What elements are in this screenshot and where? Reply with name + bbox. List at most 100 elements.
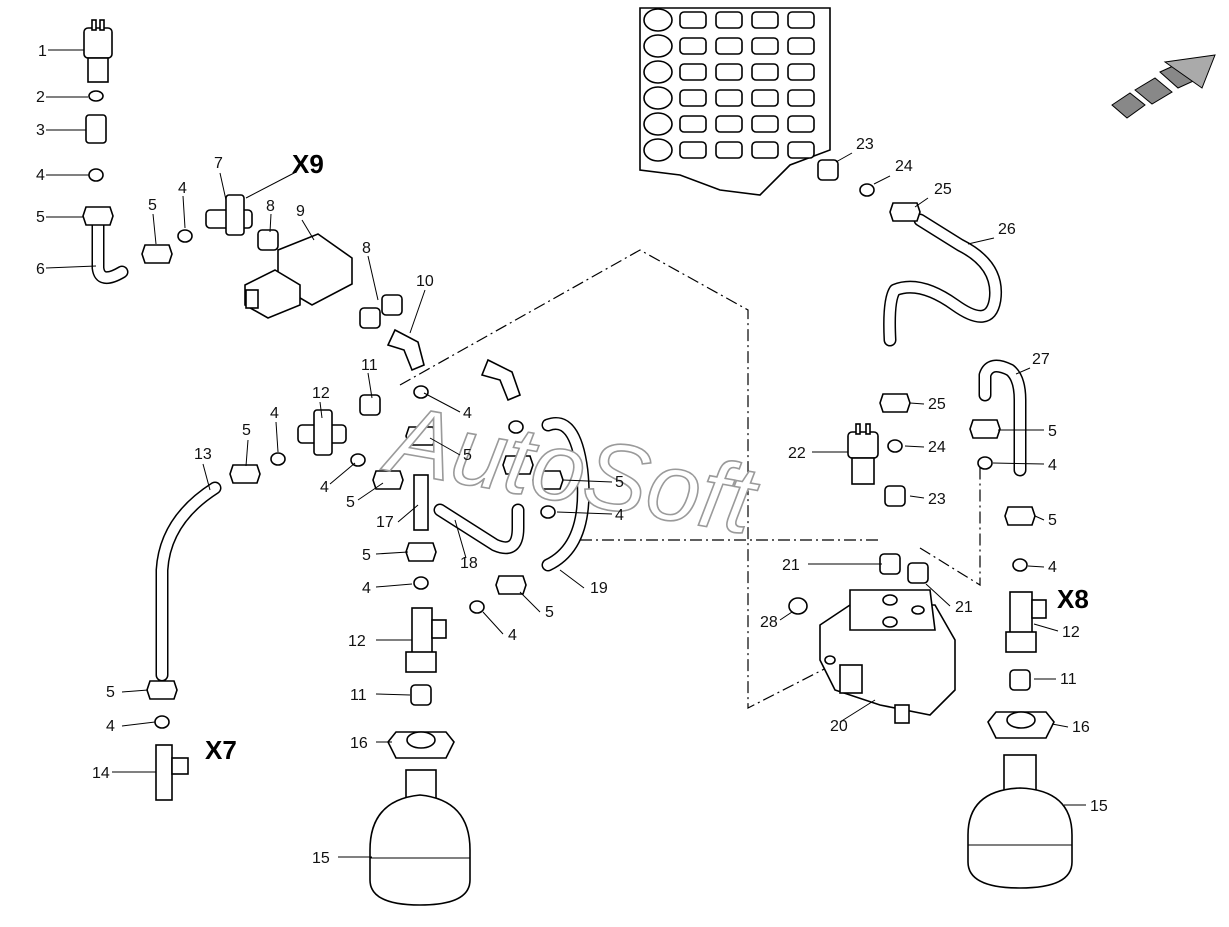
callout-number: 4 bbox=[178, 180, 187, 197]
leader-line bbox=[121, 721, 156, 727]
leader-line bbox=[967, 237, 995, 245]
leader-line bbox=[835, 152, 853, 163]
control-valve-block bbox=[639, 7, 831, 196]
callout-number: 5 bbox=[1048, 512, 1057, 529]
leader-line bbox=[202, 463, 211, 491]
callout-number: 15 bbox=[312, 850, 330, 867]
tee-fitting-14 bbox=[155, 744, 189, 801]
callout-number: 4 bbox=[463, 405, 472, 422]
pipe-17 bbox=[413, 474, 429, 531]
callout-number: 5 bbox=[346, 494, 355, 511]
callout-number: 16 bbox=[1072, 719, 1090, 736]
leader-line bbox=[556, 511, 613, 515]
leader-line bbox=[909, 495, 925, 499]
callout-number: 5 bbox=[615, 474, 624, 491]
threaded-nipple bbox=[884, 485, 906, 507]
callout-number: 7 bbox=[214, 155, 223, 172]
leader-line bbox=[562, 479, 613, 483]
pipe-19 bbox=[541, 417, 590, 572]
valve-section bbox=[679, 115, 707, 133]
pressure-sensor-1 bbox=[83, 19, 113, 83]
cutting-ring bbox=[88, 168, 104, 182]
pipe-27 bbox=[978, 359, 1027, 477]
leader-line bbox=[925, 583, 951, 607]
valve-section bbox=[751, 141, 779, 159]
callout-number: 4 bbox=[1048, 559, 1057, 576]
callout-number: 10 bbox=[416, 273, 434, 290]
valve-section bbox=[679, 141, 707, 159]
callout-number: 11 bbox=[361, 357, 378, 374]
leader-line bbox=[182, 195, 186, 229]
callout-number: 1 bbox=[38, 43, 47, 60]
pipe-18 bbox=[433, 503, 525, 555]
tee-fitting-12b bbox=[405, 607, 447, 673]
callout-number: 25 bbox=[934, 181, 952, 198]
callout-number: 14 bbox=[92, 765, 110, 782]
hex-nut bbox=[495, 575, 527, 595]
callout-number: 5 bbox=[148, 197, 157, 214]
callout-number: 13 bbox=[194, 446, 212, 463]
leader-line bbox=[779, 611, 793, 621]
hex-nut bbox=[405, 542, 437, 562]
leader-line bbox=[367, 255, 379, 301]
threaded-nipple bbox=[257, 229, 279, 251]
callout-number: 15 bbox=[1090, 798, 1108, 815]
threaded-nipple bbox=[359, 394, 381, 416]
callout-number: 19 bbox=[590, 580, 608, 597]
callout-number: 5 bbox=[1048, 423, 1057, 440]
threaded-nipple bbox=[381, 294, 403, 316]
hex-nut bbox=[82, 206, 114, 226]
valve-spool-cap bbox=[643, 112, 673, 136]
tee-fitting-12c bbox=[1005, 591, 1047, 653]
valve-section bbox=[679, 89, 707, 107]
leader-line bbox=[329, 462, 356, 485]
seal-ring-2 bbox=[88, 90, 104, 102]
valve-section bbox=[679, 37, 707, 55]
pipe-13 bbox=[155, 481, 222, 682]
cutting-ring bbox=[413, 385, 429, 399]
callout-number: 22 bbox=[788, 445, 806, 462]
label-x8: X8 bbox=[1057, 584, 1089, 614]
lock-nut-16a bbox=[387, 731, 455, 759]
plug-28 bbox=[788, 597, 808, 615]
callout-number: 3 bbox=[36, 122, 45, 139]
cutting-ring bbox=[1012, 558, 1028, 572]
callout-number: 5 bbox=[362, 547, 371, 564]
valve-section bbox=[715, 141, 743, 159]
callout-number: 5 bbox=[106, 684, 115, 701]
callout-number: 12 bbox=[348, 633, 366, 650]
valve-spool-cap bbox=[643, 8, 673, 32]
hex-nut bbox=[889, 202, 921, 222]
adapter-3 bbox=[85, 114, 107, 144]
label-x9: X9 bbox=[292, 149, 324, 179]
callout-number: 4 bbox=[106, 718, 115, 735]
leader-line bbox=[397, 504, 419, 523]
pressure-sensor-22 bbox=[847, 423, 879, 485]
leader-line bbox=[121, 689, 149, 693]
valve-section bbox=[715, 89, 743, 107]
leader-line bbox=[152, 213, 157, 245]
leader-line bbox=[409, 289, 426, 334]
hex-nut bbox=[969, 419, 1001, 439]
callout-number: 2 bbox=[36, 89, 45, 106]
reference-outline bbox=[399, 249, 981, 709]
leader-line bbox=[375, 693, 411, 696]
callout-number: 21 bbox=[955, 599, 973, 616]
leader-line bbox=[357, 482, 384, 501]
pipe-6 bbox=[91, 218, 129, 285]
direction-arrow-icon bbox=[1111, 54, 1216, 119]
hex-nut bbox=[879, 393, 911, 413]
hex-nut bbox=[502, 455, 534, 475]
valve-section bbox=[679, 63, 707, 81]
valve-section bbox=[715, 63, 743, 81]
valve-spool-cap bbox=[643, 60, 673, 84]
valve-section bbox=[751, 63, 779, 81]
callout-number: 23 bbox=[928, 491, 946, 508]
callout-number: 20 bbox=[830, 718, 848, 735]
hex-nut bbox=[405, 426, 437, 446]
callout-number: 12 bbox=[312, 385, 330, 402]
cutting-ring bbox=[413, 576, 429, 590]
callout-number: 8 bbox=[362, 240, 371, 257]
leader-line bbox=[367, 372, 373, 399]
